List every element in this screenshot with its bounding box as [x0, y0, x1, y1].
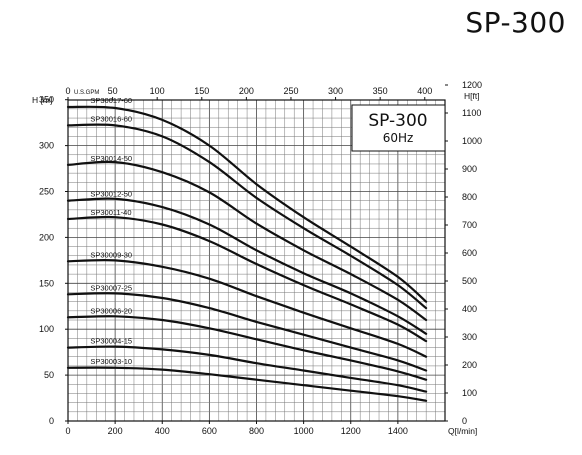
- legend-box: SP-300 60Hz: [351, 104, 446, 152]
- page-title: SP-300: [465, 6, 566, 39]
- y-right-tick-label: 1100: [462, 108, 481, 118]
- x-tick-label: 200: [108, 426, 123, 436]
- series-label-sp30011-40: SP30011-40: [90, 208, 131, 217]
- x-axis-title: Q[l/min]: [448, 426, 477, 436]
- x-top-tick-label: 50: [108, 86, 118, 96]
- y-right-tick-label: 800: [462, 192, 477, 202]
- series-line-sp30012-50: [66, 197, 428, 335]
- y-right-tick-label: 600: [462, 248, 477, 258]
- y-right-tick-label: 200: [462, 360, 477, 370]
- x-top-tick-label: 400: [417, 86, 432, 96]
- legend-title: SP-300: [368, 111, 427, 131]
- x-tick-label: 400: [155, 426, 170, 436]
- series-line-sp30009-30: [66, 258, 428, 358]
- y-right-axis-title: H[ft]: [464, 91, 480, 101]
- x-top-tick-label: 200: [239, 86, 254, 96]
- series-curves: [66, 105, 428, 402]
- series-label-sp30007-25: SP30007-25: [90, 283, 132, 292]
- series-label-sp30004-15: SP30004-15: [90, 337, 132, 346]
- x-tick-label: 1400: [388, 426, 408, 436]
- y-right-tick-label: 100: [462, 388, 477, 398]
- series-line-sp30017-60: [66, 105, 428, 303]
- series-line-sp30004-15: [66, 345, 428, 393]
- y-tick-label: 0: [49, 416, 54, 426]
- y-right-tick-label: 1000: [462, 136, 482, 146]
- y-tick-label: 150: [39, 278, 54, 288]
- x-top-tick-label: 150: [194, 86, 209, 96]
- y-axis-title: H [m]: [32, 95, 52, 105]
- y-right-tick-label: 400: [462, 304, 477, 314]
- series-label-sp30003-10: SP30003-10: [90, 357, 132, 366]
- legend-frame: [351, 104, 446, 152]
- y-tick-label: 200: [39, 232, 54, 242]
- series-label-sp30006-20: SP30006-20: [90, 306, 132, 315]
- x-tick-label: 600: [202, 426, 217, 436]
- series-line-sp30014-50: [66, 160, 428, 322]
- series-label-sp30017-60: SP30017-60: [90, 96, 132, 105]
- series-line-sp30011-40: [66, 215, 428, 343]
- y-right-tick-label: 900: [462, 164, 477, 174]
- series-label-sp30012-50: SP30012-50: [90, 190, 132, 199]
- x-tick-label: 800: [249, 426, 264, 436]
- series-line-sp30003-10: [66, 366, 428, 402]
- y-tick-label: 50: [44, 370, 54, 380]
- y-right-tick-label: 500: [462, 276, 477, 286]
- legend-subtitle: 60Hz: [383, 131, 414, 145]
- series-label-sp30016-60: SP30016-60: [90, 114, 132, 123]
- series-line-sp30016-60: [66, 123, 428, 310]
- x-top-axis-title: U.S.GPM: [74, 90, 99, 96]
- x-top-tick-label: 0: [65, 86, 70, 96]
- series-line-sp30006-20: [66, 315, 428, 381]
- x-tick-label: 0: [65, 426, 70, 436]
- x-top-tick-label: 300: [328, 86, 343, 96]
- y-right-tick-label: 1200: [462, 80, 482, 90]
- y-tick-label: 300: [39, 141, 54, 151]
- y-tick-label: 250: [39, 187, 54, 197]
- series-label-sp30014-50: SP30014-50: [90, 154, 132, 163]
- x-tick-label: 1200: [341, 426, 361, 436]
- x-top-tick-label: 350: [373, 86, 388, 96]
- series-line-sp30007-25: [66, 292, 428, 372]
- x-top-tick-label: 250: [283, 86, 298, 96]
- y-tick-label: 100: [39, 324, 54, 334]
- x-top-tick-label: 100: [150, 86, 165, 96]
- y-right-tick-label: 300: [462, 332, 477, 342]
- series-labels: SP30017-60SP30016-60SP30014-50SP30012-50…: [90, 96, 132, 366]
- x-tick-label: 1000: [294, 426, 314, 436]
- y-tick-label: 350: [39, 95, 54, 105]
- y-right-tick-label: 0: [462, 416, 467, 426]
- y-right-tick-label: 700: [462, 220, 477, 230]
- series-label-sp30009-30: SP30009-30: [90, 250, 132, 259]
